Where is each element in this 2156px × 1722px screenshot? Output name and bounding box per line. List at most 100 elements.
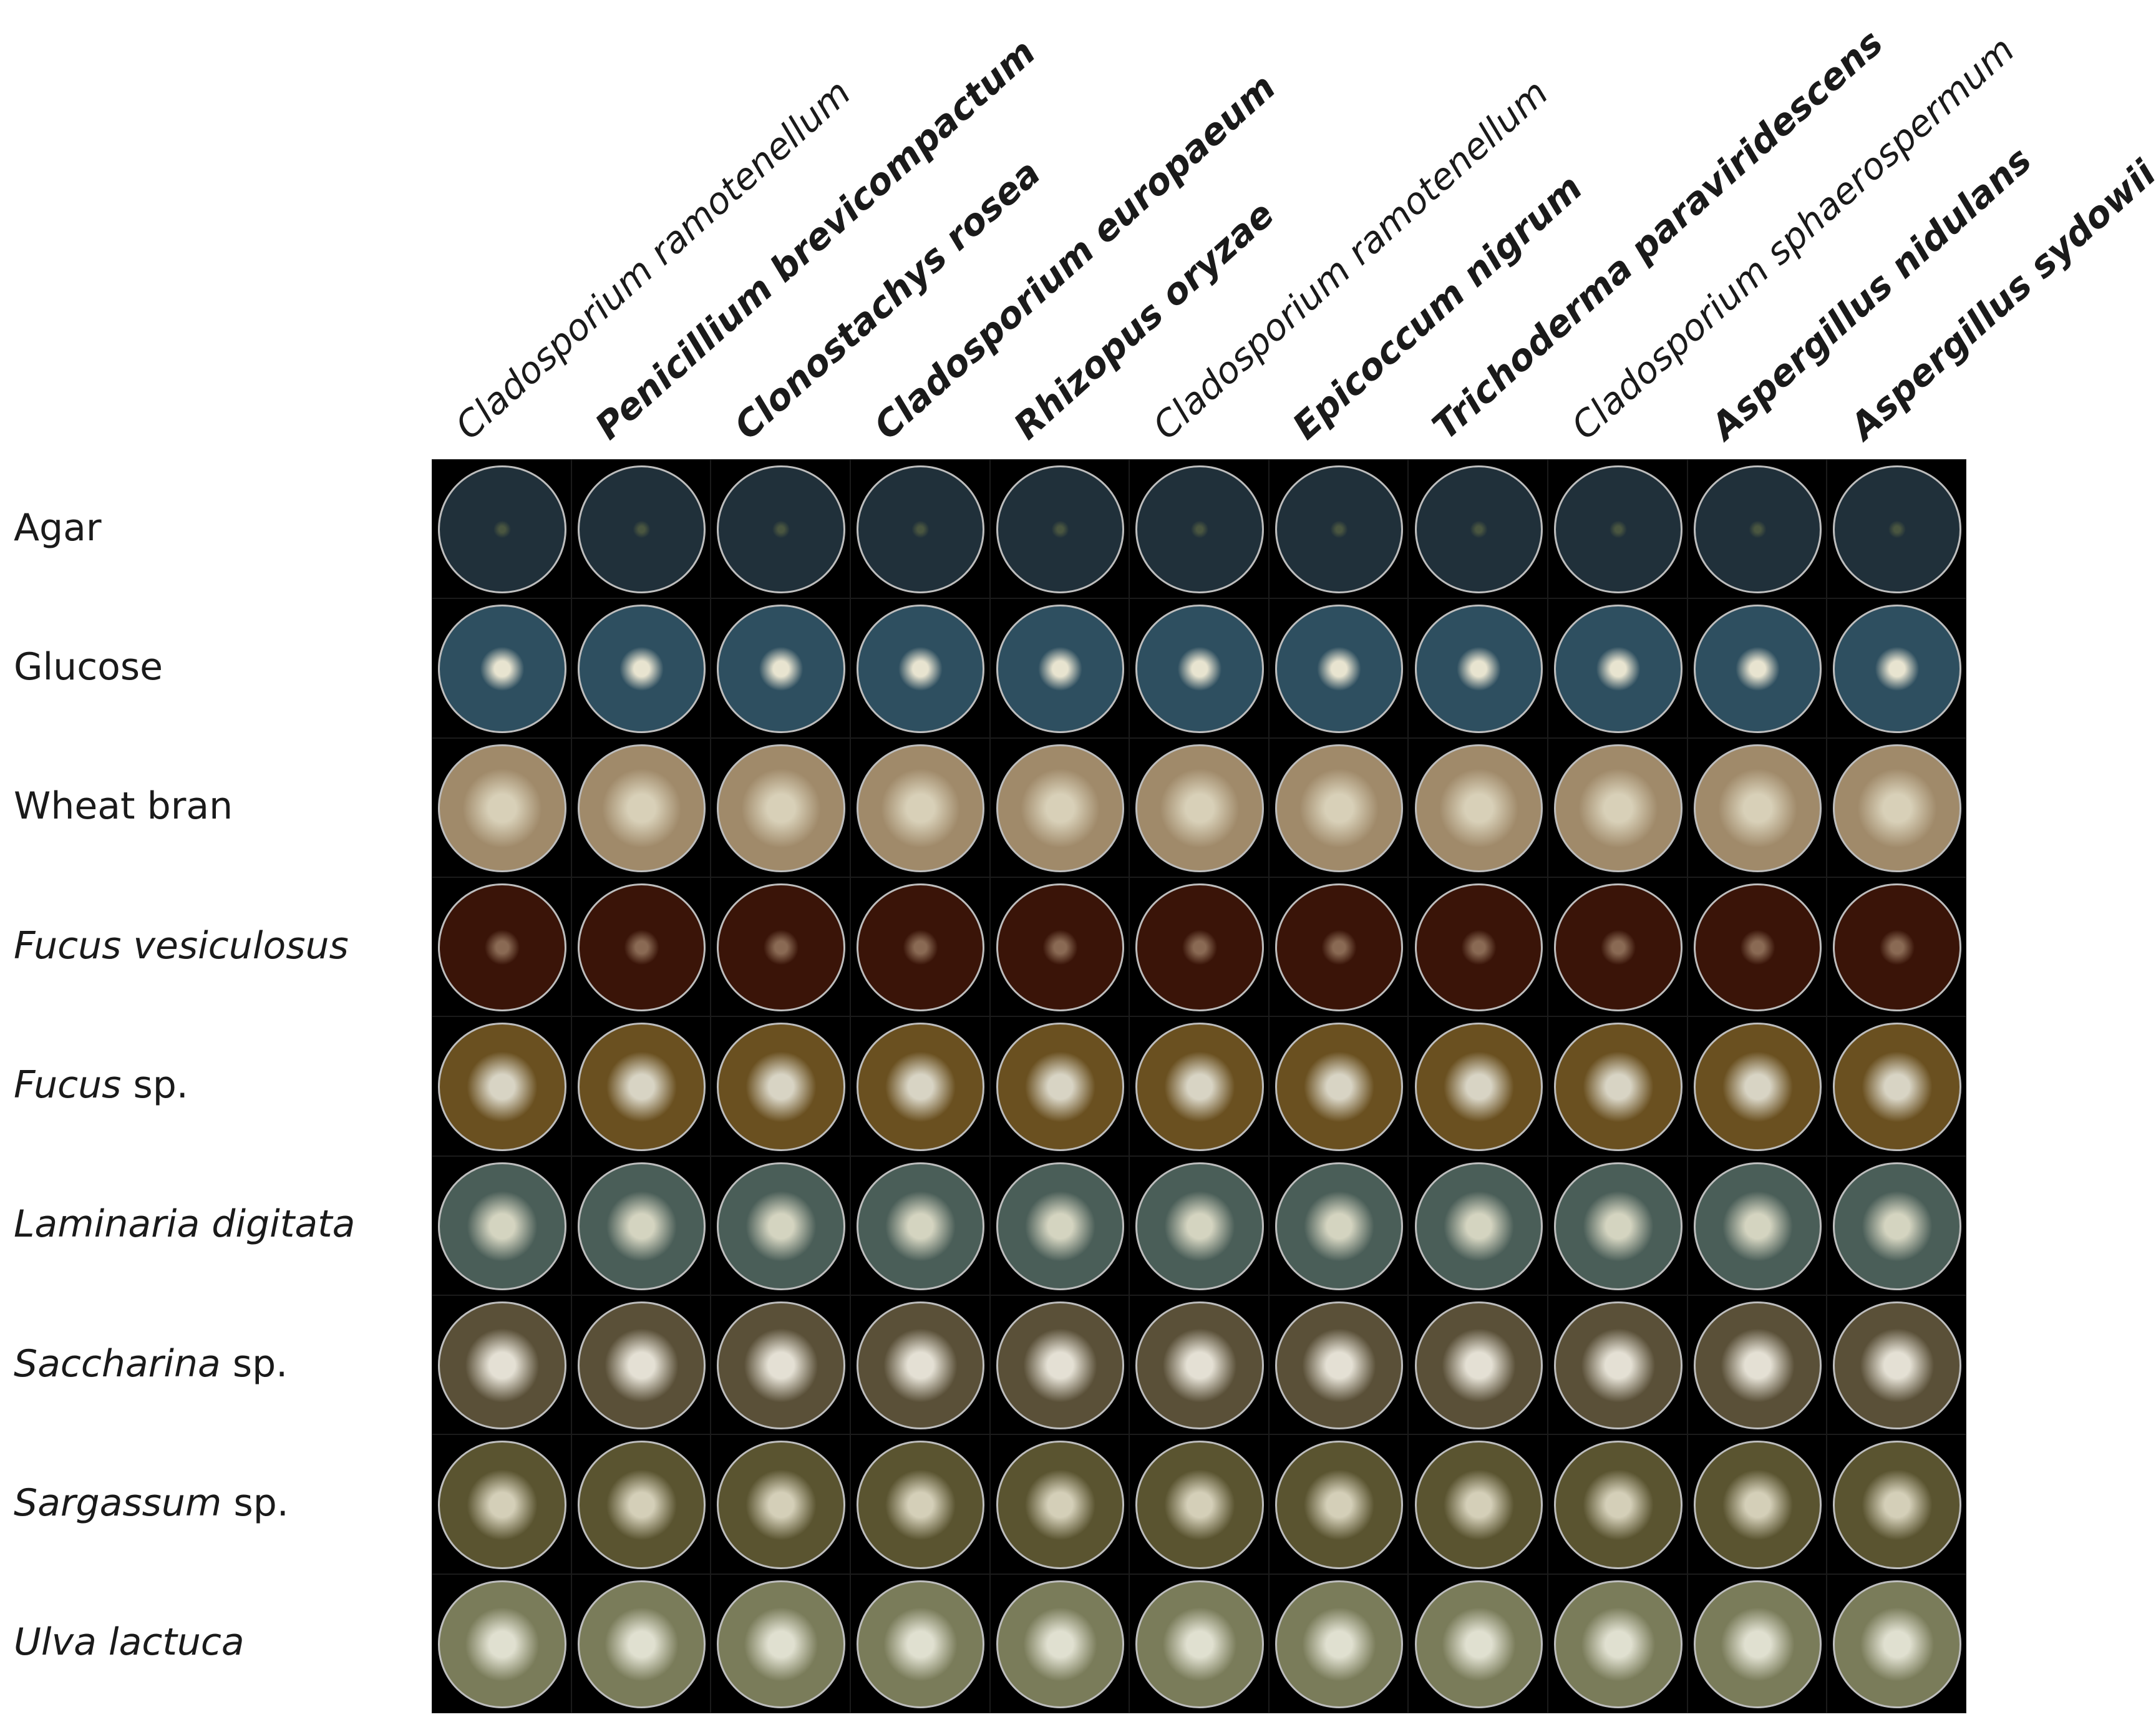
plate-cell	[1129, 1434, 1269, 1574]
petri-dish	[1275, 1301, 1404, 1430]
petri-dish	[856, 1441, 985, 1569]
plate-cell	[1408, 459, 1548, 599]
petri-dish	[577, 1023, 706, 1151]
petri-dish	[1414, 1441, 1543, 1569]
petri-dish	[1135, 465, 1264, 594]
row-label: Fucus sp.	[14, 1066, 188, 1104]
plate-cell	[571, 877, 711, 1017]
petri-dish	[996, 1023, 1125, 1151]
plate-cell	[1268, 737, 1409, 877]
petri-dish	[438, 465, 566, 594]
petri-dish	[717, 744, 845, 873]
column-label: Rhizopus oryzae	[1005, 192, 1282, 448]
petri-dish	[1554, 465, 1683, 594]
plate-cell	[1268, 877, 1409, 1017]
petri-dish	[1275, 1441, 1404, 1569]
plate-cell	[711, 598, 850, 738]
petri-dish	[1554, 883, 1683, 1012]
petri-dish	[856, 1023, 985, 1151]
plate-cell	[571, 1295, 711, 1435]
row-label: Saccharina sp.	[14, 1345, 288, 1383]
petri-dish	[1554, 1441, 1683, 1569]
plate-cell	[1408, 1155, 1548, 1295]
petri-dish	[1554, 1023, 1683, 1151]
petri-dish	[577, 465, 706, 594]
petri-dish	[717, 1162, 845, 1291]
row-label-plain: Glucose	[14, 645, 163, 689]
plate-cell	[1408, 598, 1548, 738]
petri-dish	[1833, 605, 1961, 733]
petri-dish	[1693, 1441, 1822, 1569]
petri-dish	[1135, 744, 1264, 873]
petri-dish	[856, 465, 985, 594]
plate-cell	[1548, 877, 1687, 1017]
petri-dish	[996, 1301, 1125, 1430]
petri-dish	[1693, 465, 1822, 594]
plate-cell	[850, 1574, 990, 1713]
petri-dish	[1414, 605, 1543, 733]
petri-dish	[1135, 883, 1264, 1012]
plate-cell	[850, 598, 990, 738]
petri-dish	[1414, 1301, 1543, 1430]
plate-cell	[1827, 1574, 1966, 1713]
plate-cell	[989, 598, 1130, 738]
petri-dish	[1414, 465, 1543, 594]
plate-cell	[432, 877, 571, 1017]
petri-dish	[856, 744, 985, 873]
plate-cell	[1408, 1295, 1548, 1435]
petri-dish	[1833, 465, 1961, 594]
plate-cell	[1408, 1016, 1548, 1156]
petri-dish	[1135, 1301, 1264, 1430]
plate-cell	[711, 459, 850, 599]
petri-dish	[1833, 1162, 1961, 1291]
row-label-plain: sp.	[220, 1341, 288, 1386]
petri-dish	[577, 605, 706, 733]
row-label: Wheat bran	[14, 787, 233, 825]
plate-cell	[1548, 1155, 1687, 1295]
petri-dish	[438, 883, 566, 1012]
plate-cell	[1408, 737, 1548, 877]
plate-cell	[1548, 598, 1687, 738]
plate-cell	[850, 1434, 990, 1574]
plate-cell	[1408, 1434, 1548, 1574]
petri-dish	[717, 883, 845, 1012]
plate-cell	[432, 1155, 571, 1295]
plate-cell	[571, 598, 711, 738]
plate-cell	[711, 737, 850, 877]
petri-dish	[717, 1441, 845, 1569]
petri-dish	[856, 605, 985, 733]
petri-dish	[1693, 1162, 1822, 1291]
petri-dish	[996, 465, 1125, 594]
plate-cell	[1827, 877, 1966, 1017]
plate-cell	[1687, 598, 1827, 738]
plate-cell	[571, 737, 711, 877]
petri-dish	[438, 1301, 566, 1430]
petri-dish	[1833, 1023, 1961, 1151]
plate-cell	[1548, 1574, 1687, 1713]
petri-dish	[1414, 1023, 1543, 1151]
petri-dish	[1414, 1162, 1543, 1291]
petri-dish	[1554, 744, 1683, 873]
petri-dish	[996, 744, 1125, 873]
plate-cell	[1827, 1016, 1966, 1156]
plate-cell	[432, 1574, 571, 1713]
plate-cell	[1268, 1016, 1409, 1156]
petri-dish	[1833, 1580, 1961, 1709]
petri-dish	[717, 605, 845, 733]
plate-cell	[850, 459, 990, 599]
plate-cell	[571, 1434, 711, 1574]
plate-cell	[1129, 877, 1269, 1017]
plate-cell	[1129, 737, 1269, 877]
petri-dish	[1414, 1580, 1543, 1709]
petri-dish	[577, 1441, 706, 1569]
row-label-italic: Laminaria digitata	[14, 1202, 356, 1247]
petri-dish	[1554, 1162, 1683, 1291]
plate-cell	[1268, 1574, 1409, 1713]
plate-cell	[432, 737, 571, 877]
petri-dish	[856, 883, 985, 1012]
petri-dish	[1693, 1301, 1822, 1430]
petri-dish	[1135, 1023, 1264, 1151]
plate-cell	[850, 1155, 990, 1295]
petri-dish	[577, 883, 706, 1012]
